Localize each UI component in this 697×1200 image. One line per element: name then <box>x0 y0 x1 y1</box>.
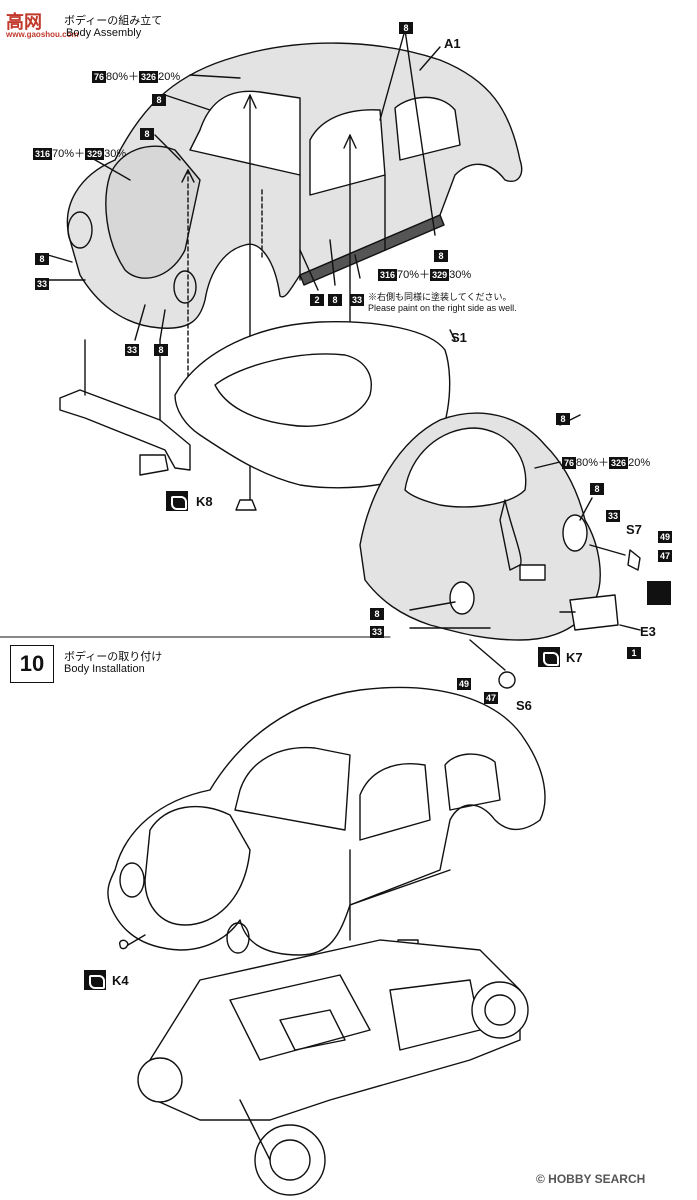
part-label-a1: A1 <box>444 36 461 51</box>
paint-code-8: 8 <box>140 128 154 140</box>
part-label-s7: S7 <box>626 522 642 537</box>
paint-callout-8-roof: 8 <box>152 90 166 108</box>
paint-callout-1: 1 <box>627 643 641 661</box>
paint-callout-8-rear-light: 8 <box>590 479 604 497</box>
mix-ratio-a: 80%＋ <box>106 71 140 83</box>
paint-code-33: 33 <box>370 626 385 638</box>
paint-code-326: 326 <box>139 71 159 83</box>
paint-callout-8-headlight: 8 <box>35 249 49 267</box>
paint-code-8: 8 <box>399 22 413 34</box>
paint-callout-8-top: 8 <box>399 18 413 36</box>
paint-callout-8-rear-left: 8 <box>370 604 384 622</box>
part-label-k8: K8 <box>196 494 213 509</box>
mix-ratio-b: 20% <box>158 71 181 83</box>
paint-code-326: 326 <box>609 457 629 469</box>
paint-code-329: 329 <box>430 269 450 281</box>
chassis <box>149 939 521 1121</box>
mix-ratio-a: 80%＋ <box>576 457 610 469</box>
paint-callout-47-s6: 47 <box>484 688 499 706</box>
paint-code-8: 8 <box>328 294 342 306</box>
mix-ratio-b: 30% <box>449 269 472 281</box>
paint-code-8: 8 <box>590 483 604 495</box>
note-right-side-jp: ※右側も同様に塗装してください。 <box>368 292 512 302</box>
cement-icon <box>166 491 188 511</box>
cement-icon <box>538 647 560 667</box>
footer-brand: © HOBBY SEARCH <box>536 1172 646 1186</box>
paint-callout-8-sill: 8 <box>434 246 448 264</box>
paint-code-329: 329 <box>85 148 105 160</box>
mix-ratio-b: 20% <box>628 457 651 469</box>
paint-callout-8-hood: 8 <box>140 124 154 142</box>
paint-code-8: 8 <box>35 253 49 265</box>
paint-code-8: 8 <box>370 608 384 620</box>
step10-number-box: 10 <box>10 645 54 683</box>
paint-callout-33-front: 33 <box>35 274 50 292</box>
paint-callout-49-s6: 49 <box>457 674 472 692</box>
paint-callout-47-s7: 47 <box>658 546 673 564</box>
paint-code-8: 8 <box>434 250 448 262</box>
paint-callout-33-side: 33 <box>350 290 365 308</box>
step9-title-en: Body Assembly <box>66 27 142 39</box>
watermark-url: www.gaoshou.com <box>6 30 79 39</box>
cement-icon <box>84 970 106 990</box>
paint-code-8: 8 <box>152 94 166 106</box>
paint-code-8: 8 <box>154 344 168 356</box>
part-label-e3: E3 <box>640 624 656 639</box>
paint-code-47: 47 <box>658 550 673 562</box>
step10-title-en: Body Installation <box>64 663 145 675</box>
paint-callout-2: 2 <box>310 290 324 308</box>
paint-callout-33-rear-left: 33 <box>370 622 385 640</box>
paint-callout-8-horn: 8 <box>154 340 168 358</box>
note-right-side-en: Please paint on the right side as well. <box>368 303 517 313</box>
step10-number: 10 <box>19 651 45 676</box>
upper-body-roof-windows <box>189 90 301 176</box>
paint-code-76: 76 <box>562 457 577 469</box>
step10-title-jp: ボディーの取り付け <box>64 651 163 663</box>
paint-callout-8-door: 8 <box>328 290 342 308</box>
paint-code-316: 316 <box>33 148 53 160</box>
paint-brush-icon <box>647 581 671 605</box>
paint-code-33: 33 <box>125 344 140 356</box>
mix-ratio-a: 70%＋ <box>52 148 86 160</box>
paint-callout-49-s7: 49 <box>658 527 673 545</box>
step9-title-jp: ボディーの組み立て <box>64 15 163 27</box>
paint-code-49: 49 <box>457 678 472 690</box>
interior-tray <box>59 389 191 471</box>
paint-callout-33-horn: 33 <box>125 340 140 358</box>
paint-code-8: 8 <box>556 413 570 425</box>
paint-code-33: 33 <box>35 278 50 290</box>
paint-code-33: 33 <box>350 294 365 306</box>
mix-ratio-a: 70%＋ <box>397 269 431 281</box>
paint-code-316: 316 <box>378 269 398 281</box>
part-label-s1: S1 <box>451 330 467 345</box>
part-label-s6: S6 <box>516 698 532 713</box>
paint-code-76: 76 <box>92 71 107 83</box>
paint-code-49: 49 <box>658 531 673 543</box>
paint-code-2: 2 <box>310 294 324 306</box>
paint-code-1: 1 <box>627 647 641 659</box>
paint-code-47: 47 <box>484 692 499 704</box>
mix-ratio-b: 30% <box>104 148 127 160</box>
paint-callout-33-rear: 33 <box>606 506 621 524</box>
body-shell-step10 <box>107 686 546 956</box>
part-label-k7: K7 <box>566 650 583 665</box>
part-label-k4: K4 <box>112 973 129 988</box>
paint-callout-8-rear-roof: 8 <box>556 409 570 427</box>
paint-code-33: 33 <box>606 510 621 522</box>
watermark-logo: 高网 <box>6 12 42 32</box>
